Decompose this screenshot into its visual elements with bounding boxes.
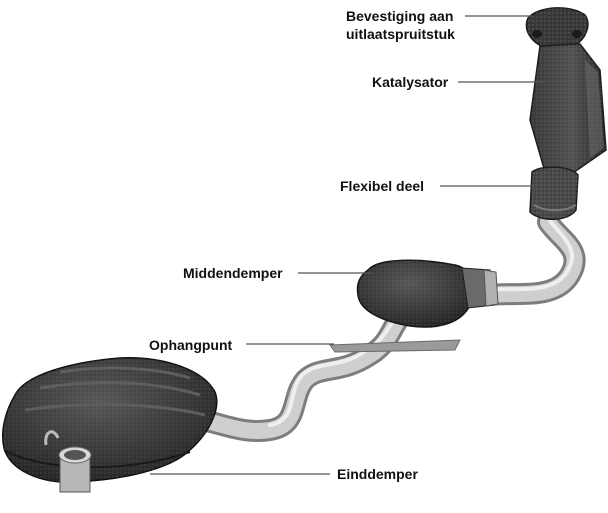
hanger-bracket <box>329 339 461 353</box>
label-manifold-mount-line2: uitlaatspruitstuk <box>346 26 455 42</box>
label-manifold-mount-line1: Bevestiging aan <box>346 8 454 24</box>
rear-silencer <box>2 357 218 493</box>
label-hanger-point: Ophangpunt <box>149 337 233 353</box>
exhaust-pipe <box>179 211 586 442</box>
middle-silencer <box>356 259 499 328</box>
label-catalytic-converter: Katalysator <box>372 74 449 90</box>
catalytic-converter <box>529 43 607 176</box>
label-flexible-section: Flexibel deel <box>340 178 425 194</box>
leader-lines <box>150 15 545 475</box>
manifold-flange <box>525 7 589 49</box>
label-middle-silencer: Middendemper <box>183 265 283 281</box>
label-manifold-mount: Bevestiging aan uitlaatspruitstuk <box>346 7 455 43</box>
flexible-section <box>529 166 579 220</box>
label-rear-silencer: Einddemper <box>337 466 418 482</box>
